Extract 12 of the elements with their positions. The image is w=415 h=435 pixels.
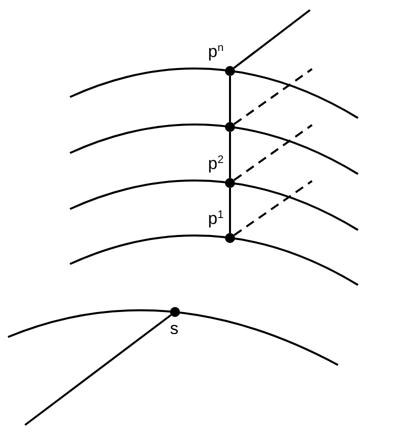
dashed-line [234, 68, 313, 125]
point-label: p$^{n}$ [208, 43, 224, 61]
line [229, 76, 231, 122]
point-label: p$^{2}$ [208, 155, 224, 173]
line [24, 314, 172, 426]
dashed-line [234, 180, 313, 236]
point-label: s [170, 320, 178, 338]
line [229, 132, 231, 178]
line [233, 9, 311, 69]
dashed-line [234, 124, 313, 181]
point-label: p$^{1}$ [208, 210, 224, 228]
line [229, 188, 231, 233]
